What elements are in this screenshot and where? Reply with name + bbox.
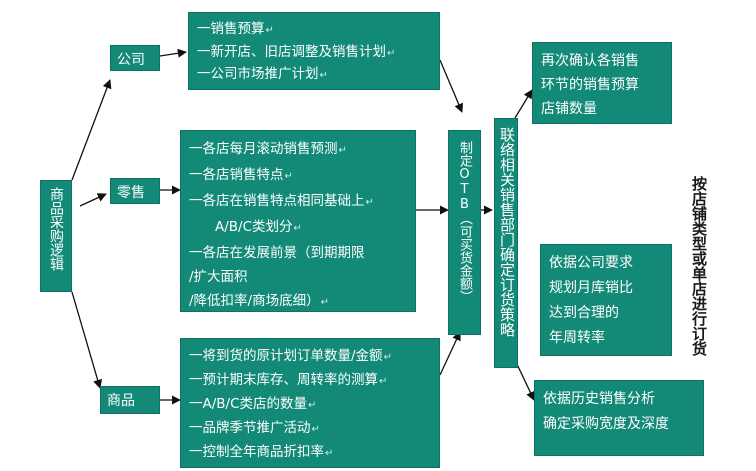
product-item: 一控制全年商品折扣率↵ [189,444,334,460]
retail-items-box: 一各店每月滚动销售预测↵ 一各店销售特点↵ 一各店在销售特点相同基础上↵ A/B… [180,130,416,312]
otb-box: 制定OTB（可买货金额） [448,130,481,335]
right-top-box: 再次确认各销售 环节的销售预算 店铺数量 [532,42,672,124]
group-company-label: 公司 [117,52,145,68]
product-item: 一将到货的原计划订单数量/金额↵ [189,348,392,364]
group-product: 商品 [100,386,160,414]
company-item: 一销售预算↵ [197,21,274,37]
group-company: 公司 [110,45,160,71]
retail-item: 一各店在销售特点相同基础上↵ [189,193,374,209]
arrow-contact-bot [514,359,535,401]
root-label: 商品采购逻辑 [48,187,64,271]
company-item: 一新开店、旧店调整及销售计划↵ [197,43,396,60]
arrow-root-retail [79,193,107,207]
company-items-box: 一销售预算↵ 一新开店、旧店调整及销售计划↵ 一公司市场推广计划↵ [188,12,440,90]
retail-item: A/B/C类划分↵ [215,219,302,235]
arrow-product-otb [439,331,461,376]
retail-item: 一各店每月滚动销售预测↵ [189,141,347,157]
right-mid-box: 依据公司要求 规划月库销比 达到合理的 年周转率 [540,244,672,356]
product-items-box: 一将到货的原计划订单数量/金额↵ 一预计期末库存、周转率的测算↵ 一A/B/C类… [180,338,440,468]
company-item: 一公司市场推广计划↵ [197,66,328,82]
contact-box: 联络相关销售部门确定订货策略 [494,118,518,368]
arrow-company-items [159,48,187,58]
arrow-root-company [71,79,112,181]
group-retail: 零售 [110,178,160,204]
group-product-label: 商品 [107,393,135,409]
final-text: 按店铺类型或单店进行订货 [690,176,708,356]
right-bot-box: 依据历史销售分析 确定采购宽度及深度 [534,380,704,456]
product-item: 一预计期末库存、周转率的测算↵ [189,372,388,388]
retail-item: 一各店销售特点↵ [189,167,293,183]
product-item: 一品牌季节推广活动↵ [189,420,320,436]
arrow-company-otb [439,59,463,113]
arrow-root-product [71,291,103,389]
product-item: 一A/B/C类店的数量↵ [189,396,317,412]
retail-item: 一各店在发展前景（到期期限 [189,245,365,261]
retail-item: /降低扣率/商场底细）↵ [189,293,329,309]
arrow-contact-top [514,89,533,119]
retail-item: /扩大面积 [189,269,248,285]
contact-label: 联络相关销售部门确定订货策略 [498,127,516,337]
root-box: 商品采购逻辑 [40,180,72,292]
group-retail-label: 零售 [117,185,145,201]
otb-label: 制定OTB（可买货金额） [457,141,472,303]
